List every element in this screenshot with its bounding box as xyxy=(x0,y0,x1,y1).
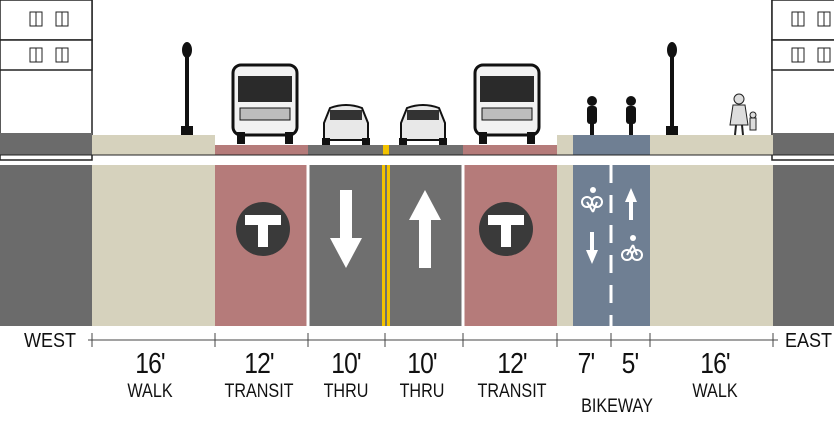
cyclist-icon xyxy=(587,96,597,135)
bus-icon xyxy=(473,63,541,144)
transit-t-icon xyxy=(236,202,290,256)
segment-label: TRANSIT xyxy=(224,381,294,402)
segment-label: WALK xyxy=(692,381,738,402)
street-lamp-icon xyxy=(181,42,193,135)
segment-width: 5' xyxy=(621,348,640,380)
arrow-down-icon xyxy=(330,190,362,268)
lane-bands xyxy=(0,165,834,326)
segment-bikeway-7: 7' xyxy=(576,350,596,379)
east-label: EAST xyxy=(785,330,833,352)
cyclist-icon xyxy=(626,96,636,135)
segment-transit-west: 12' TRANSIT xyxy=(218,348,299,402)
segment-width: 7' xyxy=(577,348,596,380)
transit-t-icon xyxy=(479,202,533,256)
segment-label: BIKEWAY xyxy=(581,396,653,417)
segment-walk-west: 16' WALK xyxy=(123,348,176,402)
bus-icon xyxy=(231,63,299,144)
car-icon xyxy=(399,104,447,145)
street-lamp-icon xyxy=(666,42,678,135)
bicycle-icon xyxy=(581,187,603,213)
pedestrian-icon xyxy=(729,93,757,136)
segment-bikeway-5: 5' xyxy=(620,350,640,379)
segment-width: 16' xyxy=(700,348,730,380)
segment-walk-east: 16' WALK xyxy=(688,348,741,402)
segment-width: 10' xyxy=(331,348,361,380)
lane-lines xyxy=(306,165,613,326)
dimension-line xyxy=(88,333,778,347)
west-label: WEST xyxy=(24,330,77,352)
segment-width: 12' xyxy=(244,348,274,380)
bicycle-icon xyxy=(621,235,643,261)
segment-label: THRU xyxy=(323,381,369,402)
arrow-down-icon xyxy=(586,232,598,264)
segment-label: THRU xyxy=(399,381,445,402)
segment-width: 12' xyxy=(497,348,527,380)
segment-width: 10' xyxy=(407,348,437,380)
street-profile xyxy=(0,133,834,156)
segment-width: 16' xyxy=(135,348,165,380)
car-icon xyxy=(322,104,370,145)
segment-transit-east: 12' TRANSIT xyxy=(471,348,552,402)
segment-label: WALK xyxy=(127,381,173,402)
arrow-up-icon xyxy=(409,190,441,268)
arrow-up-icon xyxy=(625,188,637,220)
segment-thru-north: 10' THRU xyxy=(396,348,449,402)
segment-label: TRANSIT xyxy=(477,381,547,402)
bikeway-label: BIKEWAY xyxy=(575,397,659,416)
segment-thru-south: 10' THRU xyxy=(320,348,373,402)
